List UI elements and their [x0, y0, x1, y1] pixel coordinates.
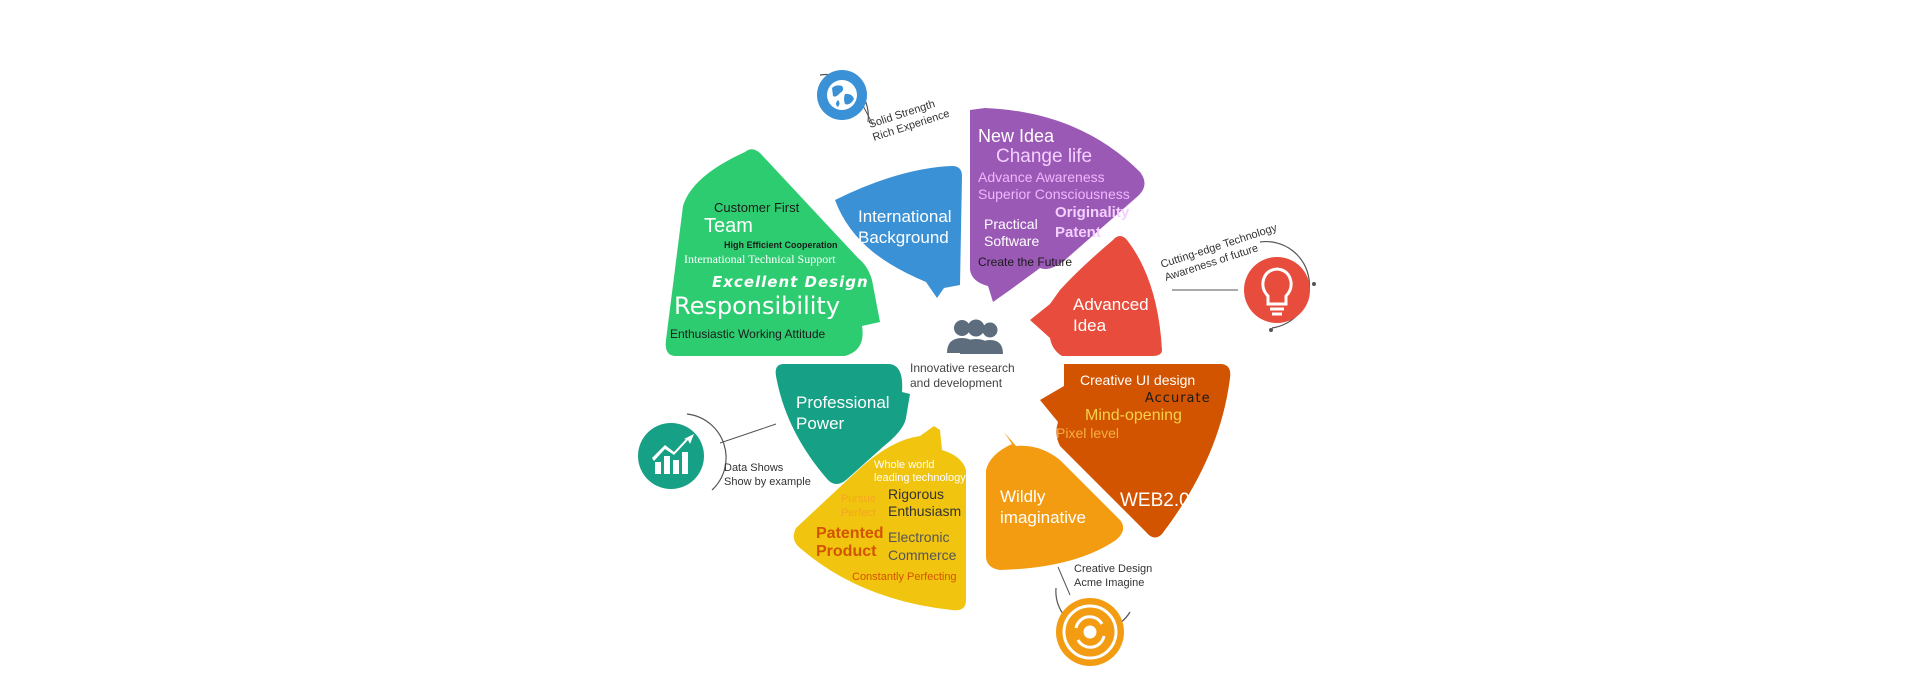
product-word: Product: [816, 543, 877, 560]
people-group-icon: [947, 319, 1003, 354]
patented-word: Patented: [816, 525, 884, 542]
chart-callout-line1: Data Shows: [724, 462, 784, 474]
advanced-idea-segment-shape: [1030, 236, 1162, 356]
web20-word: WEB2.0: [1120, 490, 1190, 511]
target-callout-line1: Creative Design: [1074, 563, 1152, 575]
wildly-title-line1: Wildly: [1000, 487, 1046, 506]
superior-consciousness-word: Superior Consciousness: [978, 186, 1130, 202]
new-idea-segment-shape: [970, 108, 1145, 302]
pixel-level-word: Pixel level: [1056, 425, 1119, 441]
center-caption-line1: Innovative research: [910, 361, 1015, 375]
target-callout-line2: Acme Imagine: [1074, 577, 1144, 589]
wildly-segment-shape: [986, 432, 1124, 570]
create-future-word: Create the Future: [978, 255, 1072, 269]
chart-callout: Data Shows Show by example: [638, 413, 811, 491]
international-title-line1: International: [858, 207, 952, 226]
wildly-title-line2: imaginative: [1000, 508, 1086, 527]
accurate-word: Accurate: [1145, 391, 1211, 406]
chart-icon-disc: [638, 423, 704, 489]
leading-tech-word: leading technology: [874, 472, 966, 484]
software-word: Software: [984, 233, 1039, 249]
new-idea-word: New Idea: [978, 126, 1055, 146]
mind-opening-word: Mind-opening: [1085, 407, 1182, 424]
responsibility-word: Responsibility: [674, 292, 840, 320]
intl-support-word: International Technical Support: [684, 252, 836, 266]
lightbulb-icon: [1261, 267, 1293, 316]
center-caption-line2: and development: [910, 376, 1003, 390]
advanced-idea-title-line2: Idea: [1073, 316, 1107, 335]
patent-word: Patent: [1055, 224, 1101, 241]
rigorous-word: Rigorous: [888, 486, 944, 502]
target-icon: [1062, 604, 1118, 660]
advanced-idea-title-line1: Advanced: [1073, 295, 1149, 314]
international-title-line2: Background: [858, 228, 949, 247]
professional-segment-shape: [775, 364, 910, 484]
whole-world-word: Whole world: [874, 459, 935, 471]
practical-word: Practical: [984, 216, 1038, 232]
high-efficient-word: High Efficient Cooperation: [724, 240, 838, 250]
advance-awareness-word: Advance Awareness: [978, 169, 1105, 185]
excellent-design-word: Excellent Design: [712, 273, 869, 291]
customer-first-word: Customer First: [714, 200, 800, 215]
target-callout: Creative Design Acme Imagine: [1055, 563, 1152, 666]
constantly-word: Constantly Perfecting: [852, 571, 957, 583]
originality-word: Originality: [1055, 204, 1130, 221]
enthusiastic-word: Enthusiastic Working Attitude: [670, 327, 826, 341]
bulb-callout: Cutting-edge Technology Awareness of fut…: [1159, 222, 1316, 332]
commerce-word: Commerce: [888, 547, 957, 563]
bar-chart-icon: [652, 434, 694, 474]
professional-title-line1: Professional: [796, 393, 890, 412]
electronic-word: Electronic: [888, 529, 949, 545]
team-word: Team: [704, 215, 753, 237]
globe-icon: [827, 80, 857, 110]
globe-callout: Solid Strength Rich Experience: [817, 70, 951, 144]
creative-ui-word: Creative UI design: [1080, 372, 1195, 388]
change-life-word: Change life: [996, 146, 1092, 167]
team-segment-shape: [665, 149, 880, 356]
pursue-word: Pursue: [841, 493, 876, 505]
chart-callout-line2: Show by example: [724, 476, 811, 488]
international-segment-shape: [835, 166, 962, 298]
bulb-icon-disc: [1244, 257, 1310, 323]
perfect-word: Perfect: [841, 507, 876, 519]
professional-title-line2: Power: [796, 414, 845, 433]
enthusiasm-word: Enthusiasm: [888, 503, 961, 519]
web-segment-shape: [1040, 364, 1231, 538]
yellow-segment-shape: [793, 426, 966, 611]
